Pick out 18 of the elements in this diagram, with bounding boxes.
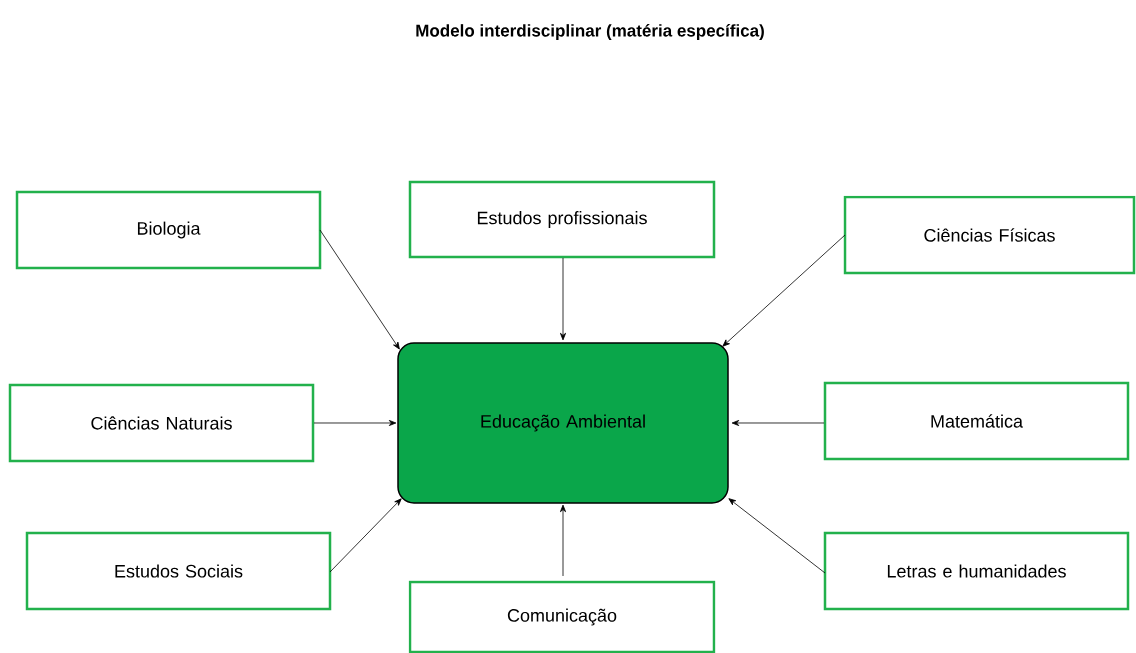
subject-box: Matemática — [823, 381, 1130, 461]
subject-box: Estudos profissionais — [408, 180, 716, 259]
arrow — [319, 229, 400, 350]
arrow — [313, 420, 397, 426]
center-box: Educação Ambiental — [397, 342, 729, 504]
arrow — [728, 498, 826, 574]
arrow — [560, 257, 566, 341]
subject-box: Estudos Sociais — [25, 531, 332, 611]
arrow — [722, 234, 846, 347]
subject-box: Ciências Naturais — [8, 383, 315, 463]
title: Modelo interdisciplinar (matéria específica) — [416, 24, 764, 40]
subject-box: Comunicação — [408, 580, 716, 653]
subject-box: Letras e humanidades — [823, 531, 1130, 611]
arrow — [731, 420, 825, 426]
arrow — [560, 504, 566, 577]
arrow — [329, 498, 402, 573]
subject-box: Biologia — [15, 190, 322, 270]
subject-box: Ciências Físicas — [843, 195, 1136, 275]
